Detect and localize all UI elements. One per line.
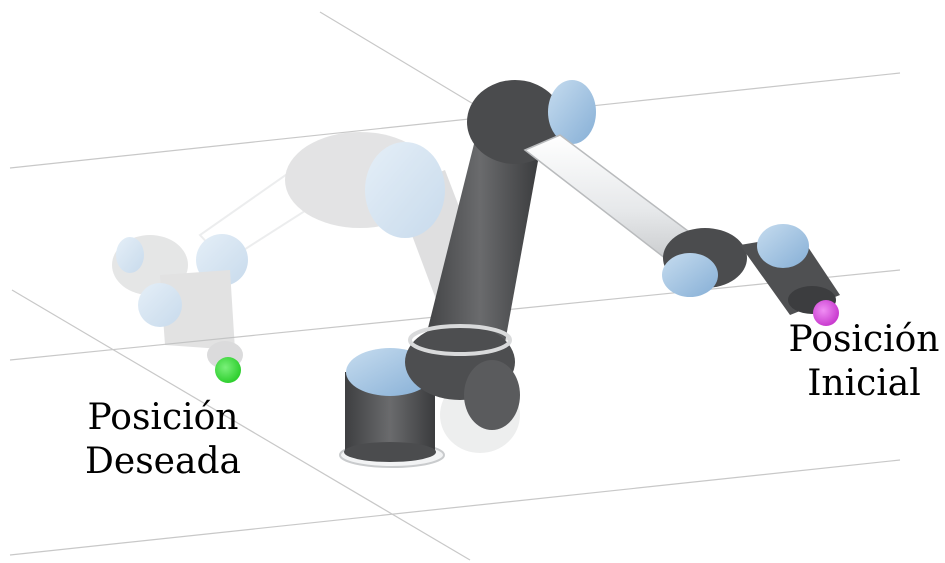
green-dot-icon (215, 357, 241, 383)
grid-line (320, 12, 480, 108)
initial-position-line1: Posición (782, 318, 945, 362)
robot-wrist (662, 224, 840, 315)
initial-position-line2: Inicial (782, 362, 945, 406)
desired-position-label: Posición Deseada (78, 396, 248, 484)
grid-line (10, 73, 900, 168)
desired-position-line2: Deseada (78, 440, 248, 484)
initial-position-label: Posición Inicial (782, 318, 945, 406)
desired-position-line1: Posición (78, 396, 248, 440)
